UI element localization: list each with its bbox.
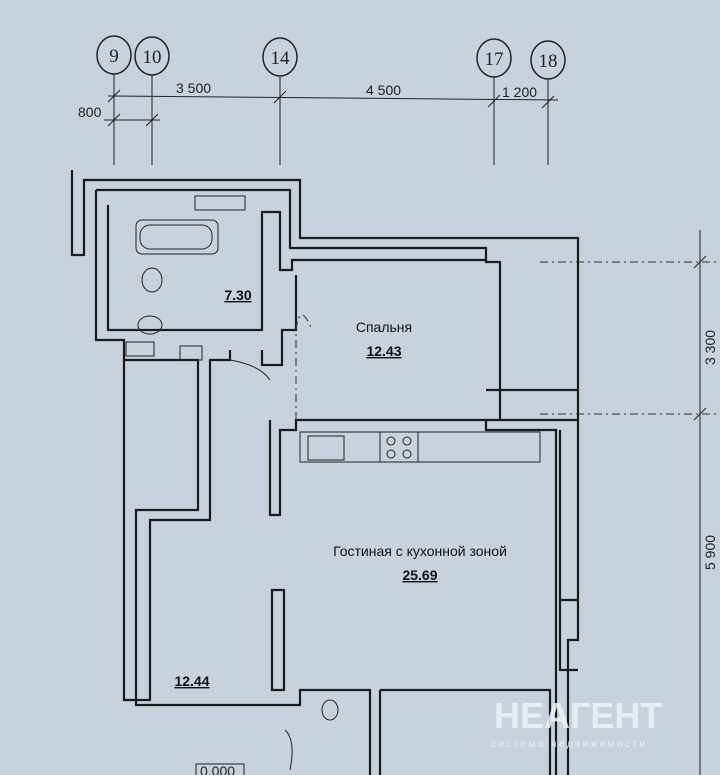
dimension-label: 3 500 — [176, 80, 211, 96]
dimension-label: 1 200 — [502, 84, 537, 100]
room-area-hall: 12.44 — [174, 673, 209, 689]
level-mark: 0.000 — [200, 763, 235, 775]
axis-markers: 9 10 14 17 18 — [96, 35, 566, 165]
watermark-brand: НЕАГЕНТ — [494, 695, 662, 736]
room-name-bedroom: Спальня — [356, 319, 412, 335]
stove-icon — [379, 431, 419, 463]
walls — [70, 170, 580, 775]
room-name-living: Гостиная с кухонной зоной — [333, 543, 507, 559]
axis-label: 17 — [485, 49, 504, 70]
sink-icon — [321, 699, 339, 721]
room-area-bedroom: 12.43 — [366, 343, 401, 359]
dimension-label: 3 300 — [702, 330, 718, 365]
dimension-label: 800 — [78, 104, 102, 120]
watermark: НЕАГЕНТ система недвижимости — [491, 695, 662, 750]
toilet-icon — [137, 315, 163, 335]
axis-label: 18 — [539, 51, 558, 72]
watermark-tagline: система недвижимости — [491, 739, 647, 750]
dimension-label: 5 900 — [702, 535, 718, 570]
axis-label: 10 — [143, 47, 162, 68]
dimension-label: 4 500 — [366, 82, 401, 98]
dimension-lines: 3 500 4 500 1 200 800 3 300 5 900 — [78, 80, 720, 775]
kitchen-sink-icon — [307, 435, 345, 461]
sink-icon — [141, 267, 163, 293]
room-area-bathroom: 7.30 — [224, 287, 251, 303]
bathtub-icon — [135, 219, 219, 255]
room-area-living: 25.69 — [402, 567, 437, 583]
axis-label: 14 — [271, 48, 291, 69]
fixtures — [135, 219, 541, 771]
axis-label: 9 — [109, 46, 119, 67]
room-labels: 7.30 Спальня 12.43 Гостиная с кухонной з… — [174, 287, 507, 775]
